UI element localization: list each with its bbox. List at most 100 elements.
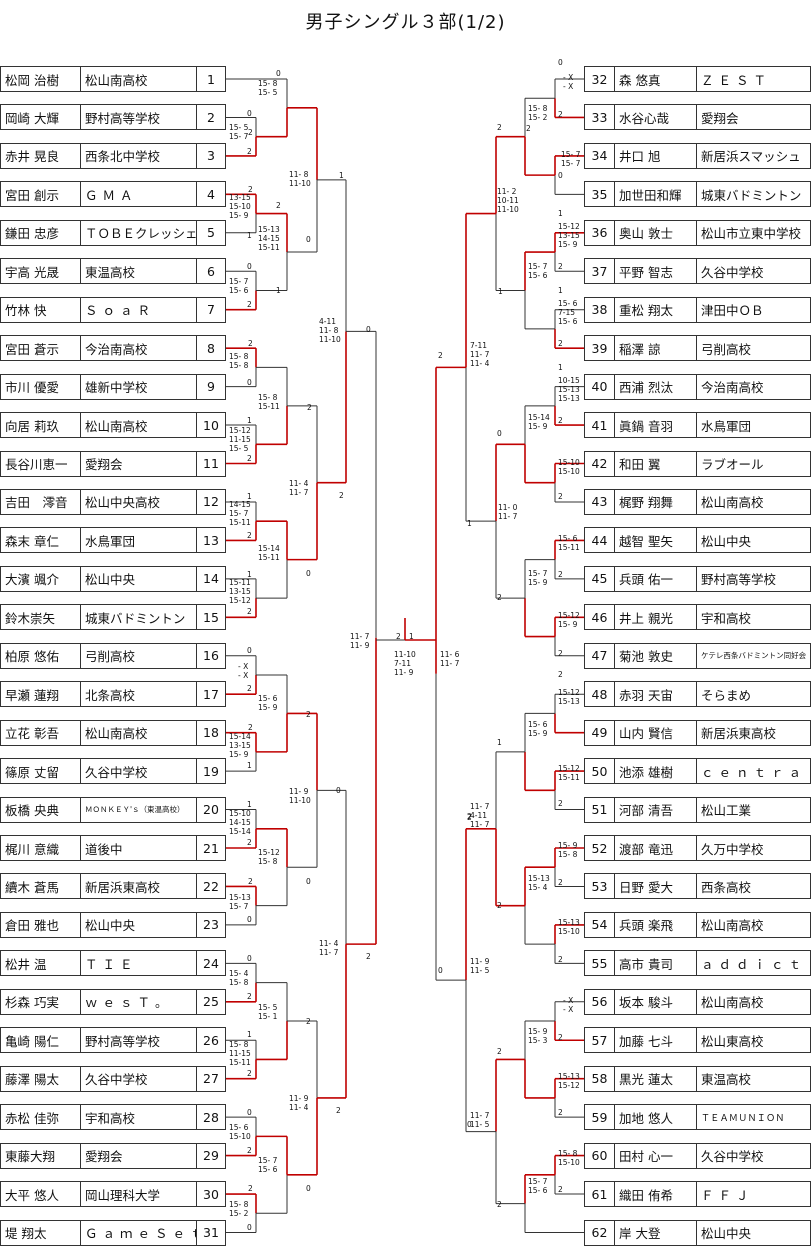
player-number: 28	[203, 1109, 219, 1125]
score-label: 15- 9 15- 8	[558, 841, 578, 859]
player-name: 宮田 蒼示	[1, 336, 81, 361]
score-label: 15- 8 11-15 15-11	[229, 1040, 251, 1067]
player-number: 48	[585, 682, 615, 707]
player-number: 37	[585, 259, 615, 284]
player-number: 19	[203, 763, 219, 779]
player-name: 和田 翼	[615, 451, 697, 476]
score-label: 0	[247, 109, 252, 118]
score-label: 2	[497, 593, 502, 602]
player-name: 篠原 丈留	[1, 759, 81, 784]
player-number: 53	[585, 874, 615, 899]
player-number: 62	[585, 1220, 615, 1245]
score-label: 0	[438, 966, 443, 975]
score-label: 11- 9 11- 5	[470, 957, 490, 975]
score-label: 2	[438, 351, 443, 360]
score-label: 2	[497, 1200, 502, 1209]
score-label: 0	[247, 1223, 252, 1232]
score-label: 15- 7 15- 6	[528, 262, 548, 280]
score-label: 15- 7 15- 9	[528, 569, 548, 587]
player-club: 久谷中学校	[81, 759, 197, 784]
player-club: 野村高等学校	[81, 1028, 197, 1053]
player-club: 野村高等学校	[81, 105, 197, 130]
score-label: 0	[247, 378, 252, 387]
score-label: 0	[306, 569, 311, 578]
score-label: 2	[336, 1106, 341, 1115]
score-label: 15-14 15-11	[258, 544, 280, 562]
score-label: 11- 4 11- 7	[319, 939, 339, 957]
player-club: 水鳥軍団	[701, 418, 752, 434]
score-label: 0	[247, 646, 252, 655]
score-label: 0	[497, 429, 502, 438]
score-label: 0	[558, 171, 563, 180]
score-label: 2	[306, 1017, 311, 1026]
score-label: 2	[248, 723, 253, 732]
player-number: 10	[203, 417, 219, 433]
score-label: 15- 6 15- 9	[528, 720, 548, 738]
player-name: 兵頭 佑一	[615, 566, 697, 591]
player-number: 16	[203, 648, 219, 664]
player-number: 25	[203, 994, 219, 1010]
score-label: 2	[558, 878, 563, 887]
player-club: 愛翔会	[81, 451, 197, 476]
score-label: 15- 8 15- 2	[229, 1200, 249, 1218]
player-number: 29	[203, 1148, 219, 1164]
player-club: 東温高校	[81, 259, 197, 284]
score-label: 2	[247, 1069, 252, 1078]
player-name: 鈴木崇矢	[1, 605, 81, 630]
player-club: 西条高校	[701, 879, 752, 895]
player-number: 46	[585, 605, 615, 630]
player-row-19: 篠原 丈留久谷中学校 19	[0, 758, 226, 785]
player-number: 56	[585, 989, 615, 1014]
score-label: 15-13 15- 4	[528, 874, 550, 892]
score-label: 0	[306, 235, 311, 244]
player-club: ＭＯＮＫＥＹ'ｓ（東温高校）	[81, 797, 197, 822]
player-row-5: 鎌田 忠彦ＴＯＢＥクレッシェンド5	[0, 219, 226, 246]
score-label: 2	[366, 952, 371, 961]
score-label: 15- 7 15- 6	[258, 1156, 278, 1174]
player-number: 31	[203, 1225, 219, 1240]
player-name: 板橋 央典	[1, 797, 81, 822]
player-name: 岡崎 大輝	[1, 105, 81, 130]
score-label: 15- 9 15- 3	[528, 1027, 548, 1045]
score-label: 0	[247, 954, 252, 963]
score-label: 15- 7 15- 6	[229, 277, 249, 295]
player-name: 赤松 佳弥	[1, 1105, 81, 1130]
player-name: 西浦 烈汰	[615, 374, 697, 399]
player-name: 加世田和輝	[615, 182, 697, 207]
player-number: 32	[585, 67, 615, 91]
score-label: 2	[526, 124, 531, 133]
score-label: 2	[497, 1047, 502, 1056]
player-club: 松山南高校	[701, 918, 764, 934]
score-label: 11- 7 11- 9	[350, 632, 370, 650]
player-number: 13	[203, 532, 219, 548]
player-name: 東藤大翔	[1, 1143, 81, 1168]
player-name: 向居 莉玖	[1, 413, 81, 438]
player-club: 松山南高校	[81, 720, 197, 745]
player-number: 60	[585, 1143, 615, 1168]
score-label: 2	[248, 1184, 253, 1193]
score-label: 11-10 7-11 11- 9	[394, 650, 416, 677]
player-name: 赤井 晃良	[1, 143, 81, 168]
score-label: 15- 6 15- 9	[258, 694, 278, 712]
score-label: 1	[247, 570, 252, 579]
score-label: 11- 6 11- 7	[440, 650, 460, 668]
score-label: 1	[276, 286, 281, 295]
score-label: 15-14 15- 9	[528, 413, 550, 431]
score-label: 15- 4 15- 8	[229, 969, 249, 987]
score-label: 2	[558, 1033, 563, 1042]
player-number: 41	[585, 413, 615, 438]
